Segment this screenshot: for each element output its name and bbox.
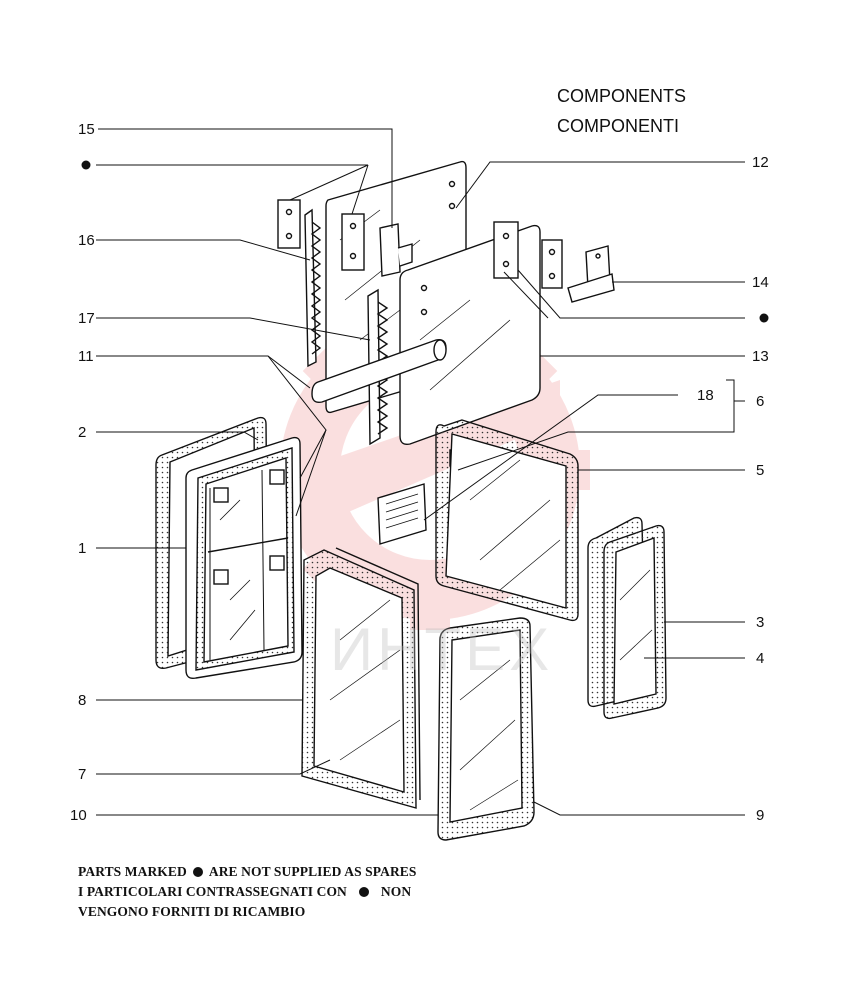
footnote-text: I PARTICOLARI CONTRASSEGNATI CON — [78, 884, 347, 899]
footnote-text: PARTS MARKED — [78, 864, 187, 879]
footnote-text: NON — [380, 884, 412, 899]
callout-5: 5 — [756, 462, 764, 479]
callout-9: 9 — [756, 807, 764, 824]
footnote-line-1: PARTS MARKED ARE NOT SUPPLIED AS SPARES — [78, 864, 417, 880]
callout-17: 17 — [78, 310, 95, 327]
callout-3: 3 — [756, 614, 764, 631]
callout-numbers: 15 12 16 14 17 11 13 18 6 2 5 1 3 4 8 7 … — [70, 121, 769, 824]
callout-18: 18 — [697, 387, 714, 404]
not-supplied-marker — [81, 160, 91, 170]
bullet-icon — [192, 866, 203, 877]
callout-2: 2 — [78, 424, 86, 441]
part-3-4-side-window — [587, 516, 667, 720]
footnote-line-2: I PARTICOLARI CONTRASSEGNATI CON NON — [78, 884, 411, 900]
part-15-hinge-clip — [379, 223, 413, 277]
leader-lines — [96, 128, 745, 816]
part-5-glass-frame — [435, 419, 579, 622]
bracket-right-a — [493, 221, 519, 279]
part-16-latch-rail — [304, 208, 322, 368]
part-13-glass-panel — [399, 224, 541, 446]
callout-8: 8 — [78, 692, 86, 709]
part-11-handle-bar — [311, 338, 447, 404]
callout-13: 13 — [752, 348, 769, 365]
title-italian: COMPONENTI — [557, 116, 680, 136]
callout-7: 7 — [78, 766, 86, 783]
part-7-glass — [313, 567, 405, 793]
bracket-middle — [341, 213, 365, 271]
callout-11: 11 — [78, 348, 94, 365]
callout-16: 16 — [78, 232, 95, 249]
callout-6: 6 — [756, 393, 764, 410]
callout-15: 15 — [78, 121, 95, 138]
bracket-right-b — [541, 239, 563, 289]
footnote-text: ARE NOT SUPPLIED AS SPARES — [208, 864, 417, 879]
footnote-line-3: VENGONO FORNITI DI RICAMBIO — [78, 904, 306, 919]
not-supplied-marker — [759, 313, 769, 323]
callout-10: 10 — [70, 807, 87, 824]
callout-1: 1 — [78, 540, 86, 557]
part-14-hinge — [567, 245, 615, 303]
callout-4: 4 — [756, 650, 764, 667]
callout-12: 12 — [752, 154, 769, 171]
watermark-text: ИНТЕХ — [330, 616, 554, 683]
title-english: COMPONENTS — [557, 86, 687, 106]
part-9-10-quarter-window — [437, 617, 535, 841]
bracket-left — [277, 199, 301, 249]
part-1-window-frame — [185, 436, 303, 680]
bullet-icon — [358, 886, 369, 897]
callout-14: 14 — [752, 274, 769, 291]
